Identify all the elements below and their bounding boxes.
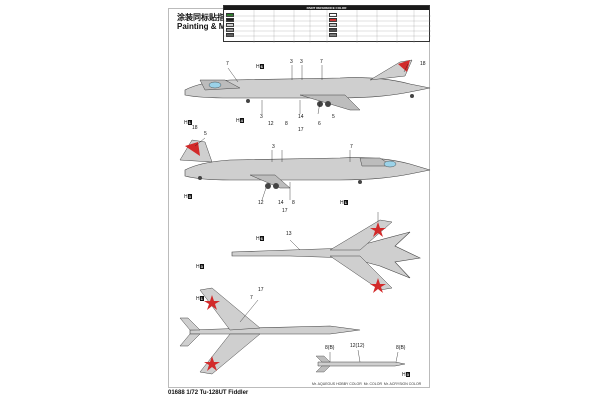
legend-aqueous: Mr. AQUEOUS HOBBY COLOR (312, 382, 362, 386)
color-swatch (226, 23, 234, 27)
callout-number: 7 (320, 59, 323, 65)
callout-number: 18 (192, 125, 198, 131)
color-code-marker: H3 (402, 372, 410, 378)
legend-acrysion: Mr. ACRYSION COLOR (383, 382, 422, 386)
color-code-marker: H3 (184, 194, 192, 200)
callout-number: 17 (282, 208, 288, 214)
callout-number: 6 (318, 121, 321, 127)
color-swatch (329, 23, 337, 27)
callout-number: 5 (204, 131, 207, 137)
callout-number: 3 (300, 59, 303, 65)
color-code-marker: H6 (256, 236, 264, 242)
callout-number: 3 (272, 144, 275, 150)
title-chinese: 涂装同标贴指示 (177, 13, 233, 22)
callout-number: 13 (286, 231, 292, 237)
callout-number: 17 (258, 287, 264, 293)
callout-number: 8 (285, 121, 288, 127)
callout-number: 12 (258, 200, 264, 206)
paint-reference-title: PAINT REFERENCE COLOR (224, 6, 429, 10)
aircraft-bottom-view (179, 287, 361, 375)
color-swatch (329, 18, 337, 22)
callout-number: 14 (278, 200, 284, 206)
color-swatch (329, 33, 337, 37)
callout-number: 12 (268, 121, 274, 127)
callout-number: 7 (350, 144, 353, 150)
callout-number: 7 (250, 295, 253, 301)
paint-legend: Mr. AQUEOUS HOBBY COLOR Mr. COLOR Mr. AC… (312, 382, 421, 386)
color-code-marker: H1 (196, 296, 204, 302)
aircraft-top-view (231, 219, 421, 293)
callout-number: 8(B) (396, 345, 406, 351)
color-code-marker: H6 (256, 64, 264, 70)
callout-number: 14 (298, 114, 304, 120)
callout-number: 3 (260, 114, 263, 120)
callout-number: 8 (292, 200, 295, 206)
callout-number: 5 (332, 114, 335, 120)
aircraft-side-view-left (184, 59, 431, 111)
callout-number: 8(B) (325, 345, 335, 351)
callout-leader-lines (194, 63, 409, 363)
callout-number: 12(12) (350, 343, 365, 349)
color-swatch (226, 18, 234, 22)
callout-number: 7 (226, 61, 229, 67)
color-swatch (226, 28, 234, 32)
table-grid (224, 10, 431, 43)
paint-reference-table: PAINT REFERENCE COLOR (223, 5, 431, 43)
color-swatch (226, 13, 234, 17)
color-swatch (226, 33, 234, 37)
color-code-marker: H1 (184, 120, 192, 126)
callout-number: 3 (290, 59, 293, 65)
callout-number: 18 (420, 61, 426, 67)
aircraft-side-view-right (179, 139, 431, 189)
callout-number: 17 (298, 127, 304, 133)
color-code-marker: H3 (196, 264, 204, 270)
color-swatch (329, 28, 337, 32)
product-footer: 01688 1/72 Tu-128UT Fiddler (168, 390, 249, 396)
missile-detail (315, 355, 406, 373)
legend-mr-color: Mr. COLOR (363, 382, 382, 386)
color-swatch (329, 13, 337, 17)
color-code-marker: H1 (340, 200, 348, 206)
color-code-marker: H4 (236, 118, 244, 124)
